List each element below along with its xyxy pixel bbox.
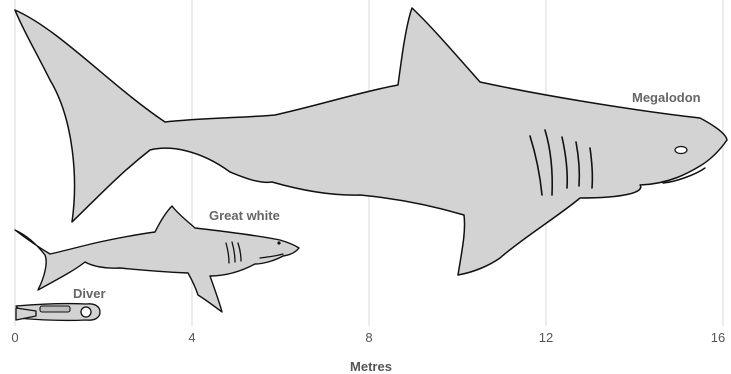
diver-silhouette — [16, 304, 100, 321]
axis-tick-8: 8 — [365, 330, 372, 345]
axis-tick-12: 12 — [539, 330, 553, 345]
axis-tick-0: 0 — [11, 330, 18, 345]
megalodon-eye — [675, 147, 687, 154]
great-white-eye — [277, 241, 280, 244]
diver-label: Diver — [73, 286, 106, 301]
diver-tank — [40, 306, 70, 312]
megalodon-silhouette — [15, 8, 727, 275]
great-white-label: Great white — [209, 208, 280, 223]
axis-tick-4: 4 — [188, 330, 195, 345]
axis-tick-16: 16 — [711, 330, 725, 345]
megalodon-label: Megalodon — [632, 90, 701, 105]
diver-mask — [81, 307, 91, 317]
